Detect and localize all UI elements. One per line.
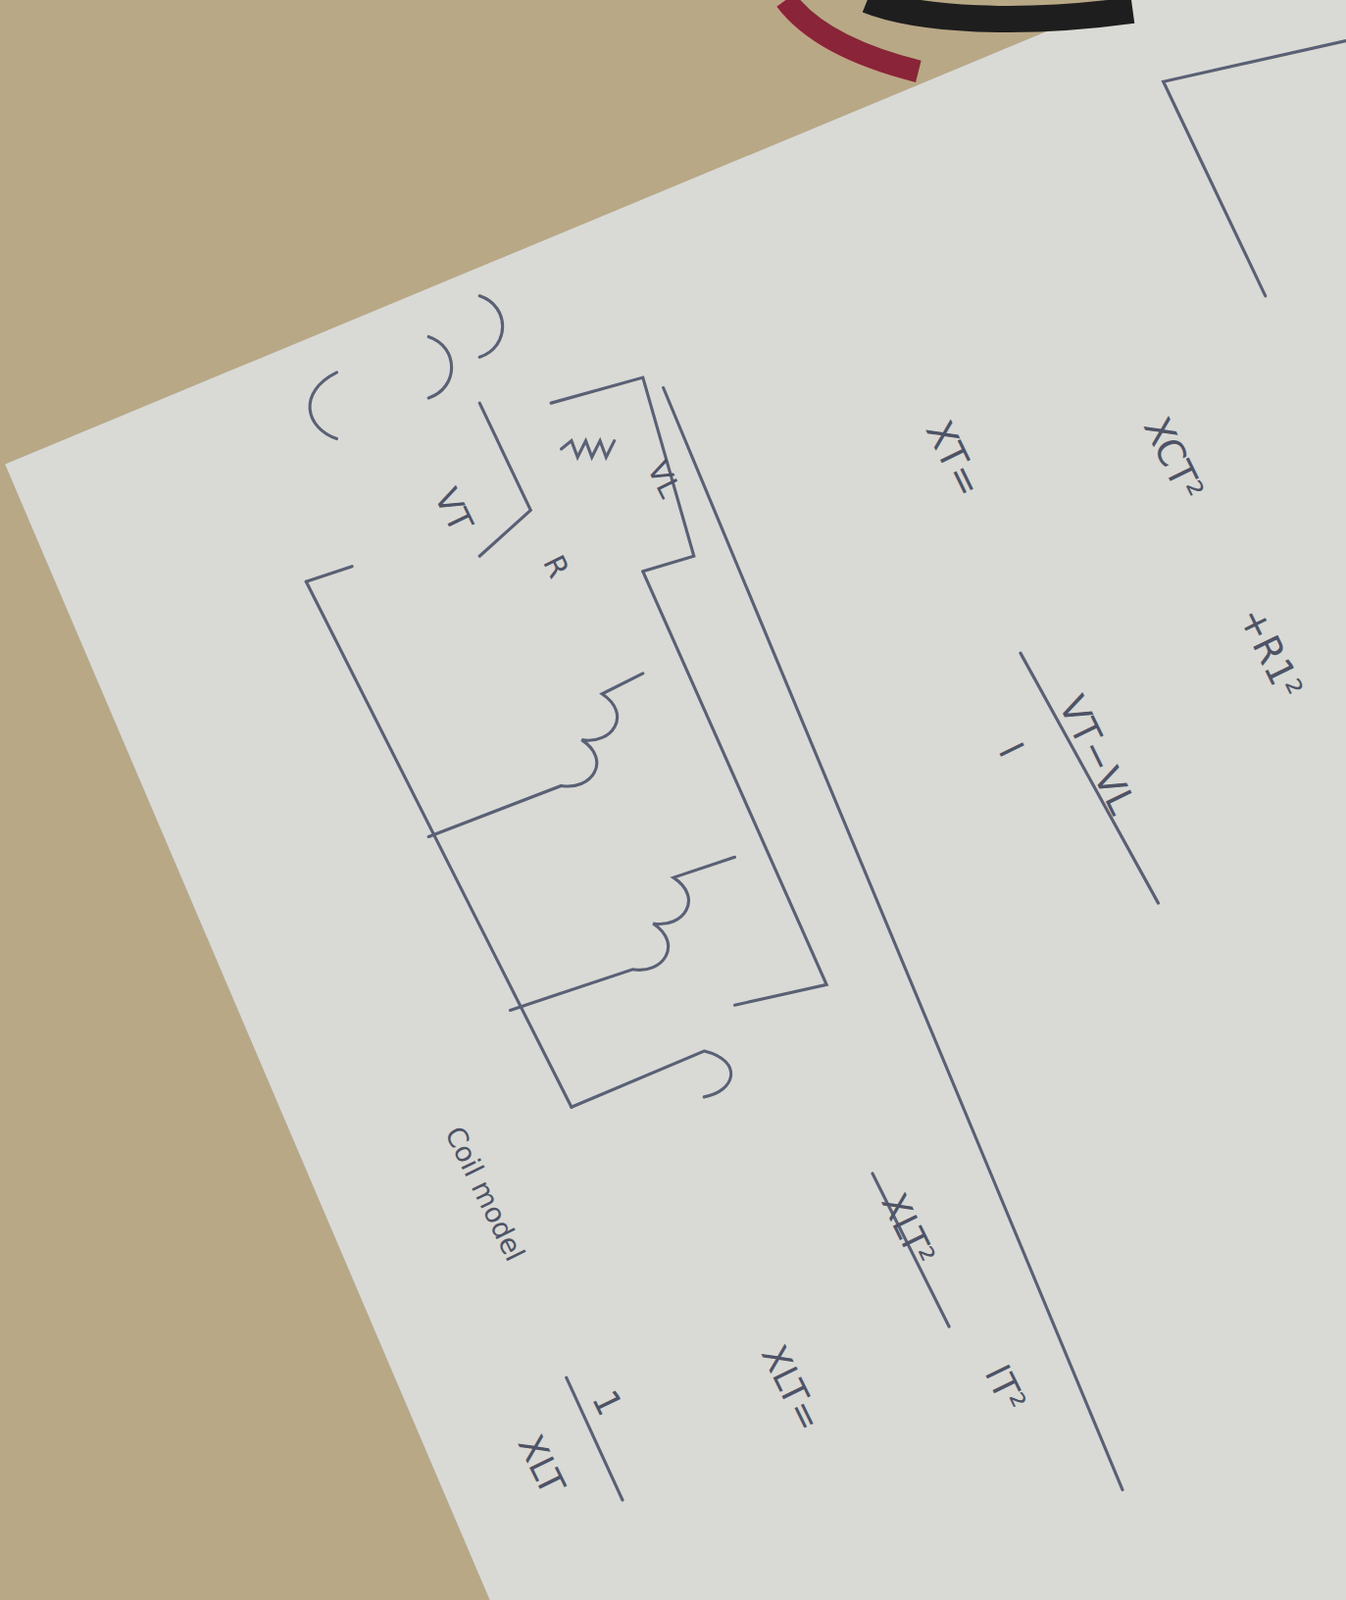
notebook-photo (0, 0, 1346, 1600)
